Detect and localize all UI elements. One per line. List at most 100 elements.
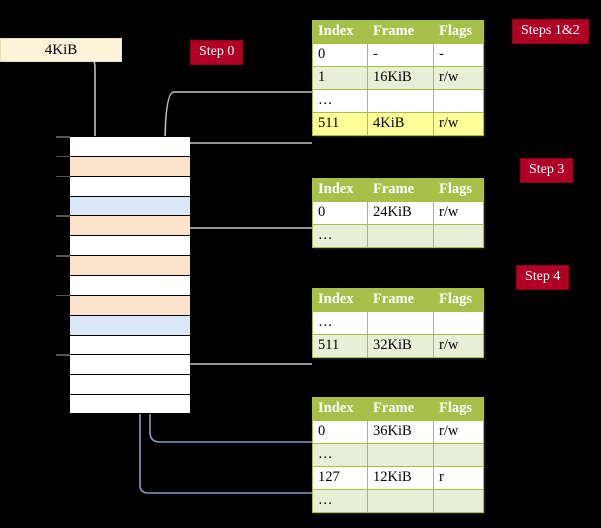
memory-grid-tick [56, 354, 70, 356]
table-row: … [312, 489, 484, 513]
connector-table4-row127-to-grid [139, 220, 312, 494]
table-cell-frame [367, 489, 434, 513]
memory-grid-row [70, 155, 190, 176]
table-cell-frame: 36KiB [367, 420, 434, 444]
memory-grid-tick [56, 215, 70, 217]
table-cell-index: … [312, 224, 368, 248]
column-header-flags: Flags [433, 397, 484, 421]
connector-table2-to-grid [177, 227, 312, 252]
table-cell-frame: 16KiB [367, 66, 434, 90]
connector-table4-row0-to-grid [149, 334, 312, 443]
memory-grid-row [70, 354, 190, 375]
source-frame-label: 4KiB [44, 41, 78, 58]
memory-grid-row [70, 394, 190, 414]
table-cell-flags: r/w [433, 420, 484, 444]
memory-grid-row [70, 314, 190, 335]
table-cell-flags: - [433, 43, 484, 67]
memory-grid-row [70, 235, 190, 256]
table-row: … [312, 311, 484, 335]
memory-grid-row [70, 215, 190, 236]
table-cell-index: … [312, 489, 368, 513]
badge-steps-1-2-label: Steps 1&2 [521, 23, 580, 38]
table-cell-frame [367, 89, 434, 113]
column-header-frame: Frame [367, 20, 434, 44]
source-frame-box: 4KiB [0, 38, 122, 62]
table-cell-index: 511 [312, 334, 368, 358]
table-cell-flags [433, 89, 484, 113]
badge-step-0: Step 0 [190, 40, 244, 65]
memory-grid-row [70, 374, 190, 395]
badge-steps-1-2: Steps 1&2 [512, 19, 589, 44]
table-cell-index: 0 [312, 201, 368, 225]
table-cell-frame [367, 224, 434, 248]
memory-grid-row [70, 195, 190, 216]
table-row: … [312, 224, 484, 248]
memory-grid-row [70, 275, 190, 295]
table-row: … [312, 89, 484, 113]
table-cell-flags [433, 311, 484, 335]
table-cell-frame: 4KiB [367, 112, 434, 136]
memory-grid [56, 136, 190, 414]
table-cell-frame: 24KiB [367, 201, 434, 225]
table-cell-flags [433, 443, 484, 467]
table-cell-index: 0 [312, 43, 368, 67]
memory-grid-row [70, 175, 190, 196]
table-cell-flags: r [433, 466, 484, 490]
table-cell-index: 0 [312, 420, 368, 444]
table-cell-index: … [312, 89, 368, 113]
badge-step-4-label: Step 4 [525, 269, 561, 284]
memory-grid-row [70, 136, 190, 156]
column-header-index: Index [312, 288, 368, 312]
table-cell-index: 511 [312, 112, 368, 136]
column-header-flags: Flags [433, 178, 484, 202]
column-header-index: Index [312, 397, 368, 421]
table-cell-flags [433, 489, 484, 513]
badge-step-3-label: Step 3 [529, 162, 565, 177]
table-cell-index: 1 [312, 66, 368, 90]
table-cell-flags: r/w [433, 112, 484, 136]
memory-grid-tick [56, 294, 70, 297]
memory-grid-row [70, 334, 190, 355]
table-cell-index: … [312, 311, 368, 335]
column-header-frame: Frame [367, 178, 434, 202]
column-header-flags: Flags [433, 288, 484, 312]
memory-grid-row [70, 255, 190, 275]
memory-grid-tick [56, 255, 70, 257]
table-cell-frame [367, 443, 434, 467]
column-header-frame: Frame [367, 397, 434, 421]
memory-grid-tick [56, 175, 70, 178]
column-header-index: Index [312, 20, 368, 44]
table-row: 0-- [312, 43, 484, 67]
column-header-index: Index [312, 178, 368, 202]
badge-step-0-label: Step 0 [199, 44, 235, 59]
badge-step-4: Step 4 [516, 265, 570, 290]
memory-grid-tick [56, 136, 70, 138]
table-cell-flags: r/w [433, 201, 484, 225]
badge-step-3: Step 3 [520, 158, 574, 183]
table-row: … [312, 443, 484, 467]
table-cell-frame [367, 311, 434, 335]
table-cell-flags: r/w [433, 66, 484, 90]
column-header-frame: Frame [367, 288, 434, 312]
column-header-flags: Flags [433, 20, 484, 44]
table-cell-frame: - [367, 43, 434, 67]
table-cell-index: 127 [312, 466, 368, 490]
table-cell-frame: 32KiB [367, 334, 434, 358]
table-cell-flags [433, 224, 484, 248]
memory-grid-row [70, 294, 190, 315]
